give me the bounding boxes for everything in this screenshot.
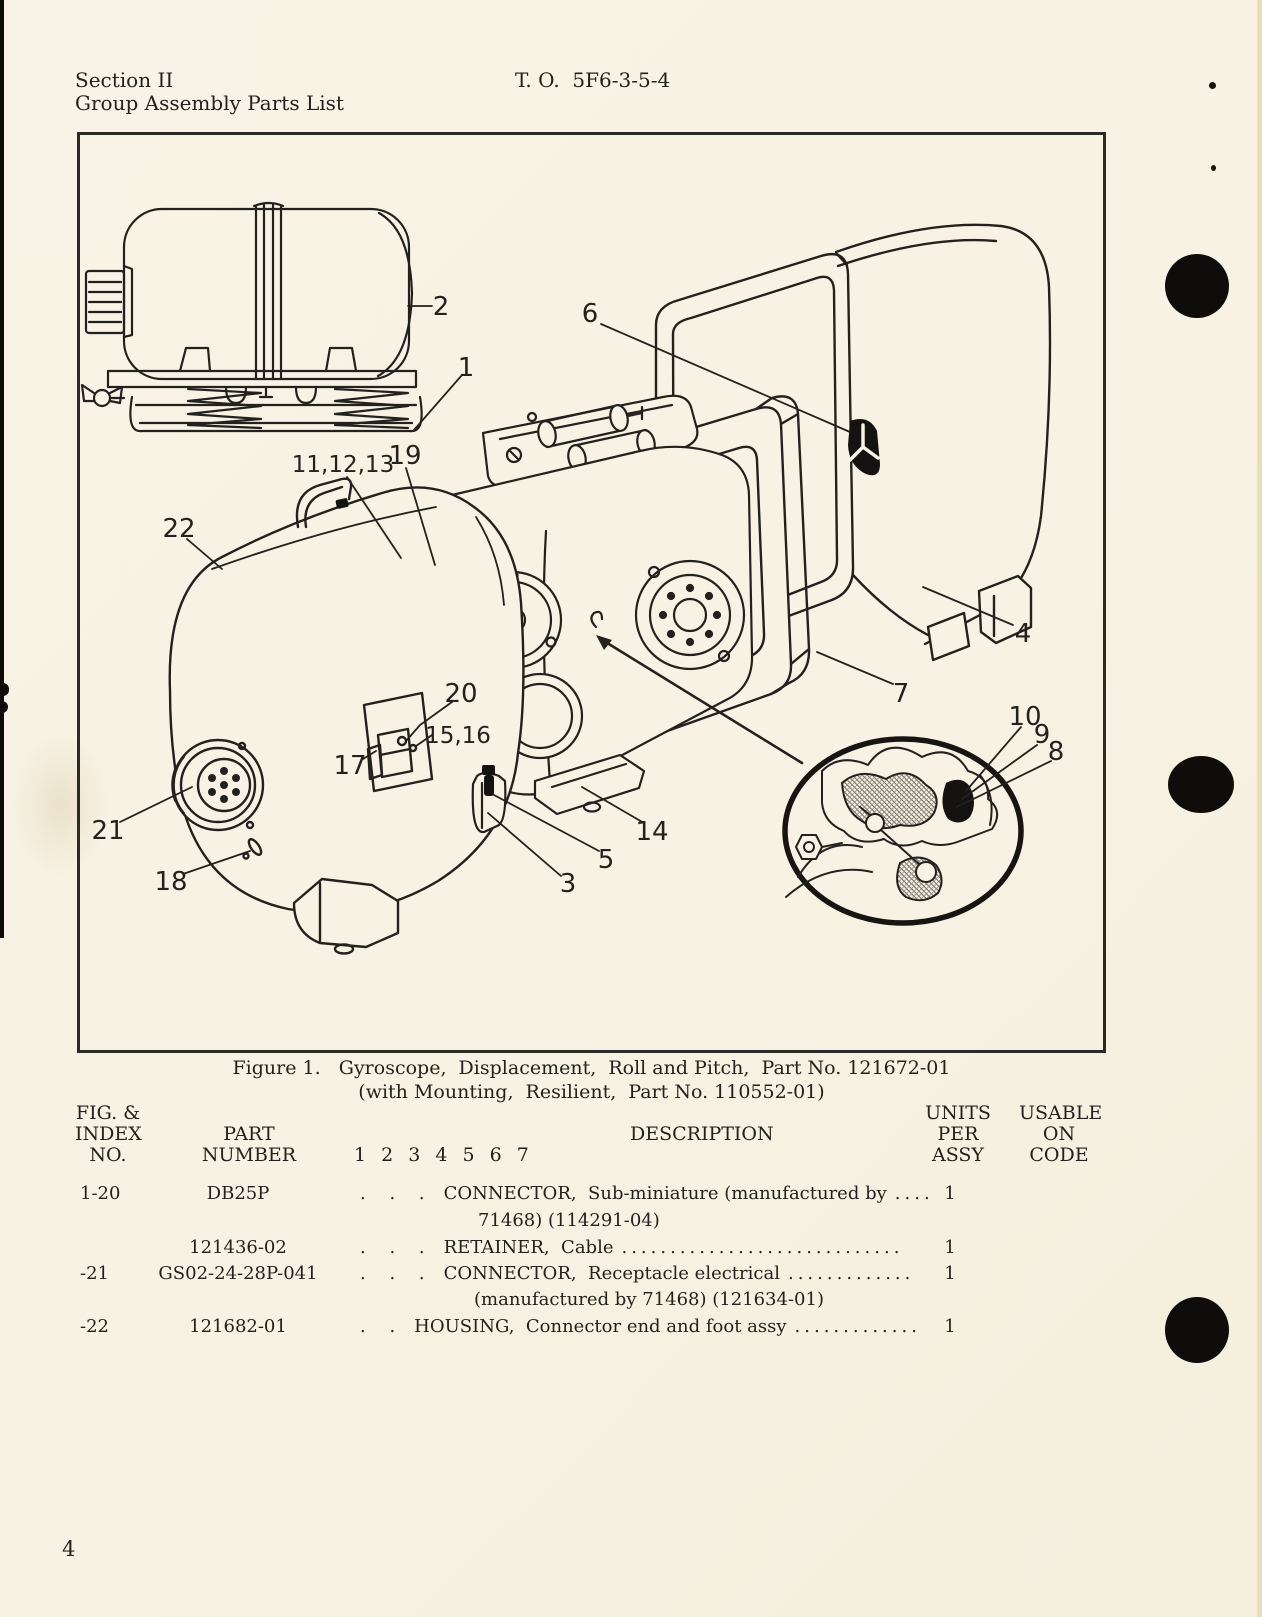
description-continuation: (manufactured by 71468) (121634-01) (474, 1289, 824, 1310)
callout-6: 6 (582, 299, 599, 329)
base-parts-drawing (471, 753, 646, 834)
paper-stain (10, 730, 110, 880)
callout-19: 19 (388, 441, 421, 471)
callout-20: 20 (444, 679, 477, 709)
callout-leaders (119, 305, 1052, 877)
col-header-part: PART (223, 1123, 275, 1145)
callout-22: 22 (162, 514, 195, 544)
cell-units: 1 (944, 1263, 956, 1284)
col-header-fig: INDEX (75, 1123, 142, 1145)
dot-leader: ............. (787, 1263, 915, 1284)
col-header-part: NUMBER (201, 1144, 297, 1166)
col-header-usable: USABLE (1019, 1102, 1103, 1124)
indent-dots: . . (360, 1316, 405, 1337)
cell-units: 1 (944, 1316, 956, 1337)
cell-units: 1 (944, 1183, 956, 1204)
callout-1: 1 (458, 353, 475, 383)
indent-dots: . . . (360, 1183, 434, 1204)
technical-order-number: T. O. 5F6-3-5-4 (515, 68, 671, 92)
description-text: CONNECTOR, Receptacle electrical (443, 1263, 780, 1284)
indent-dots: . . . (360, 1263, 434, 1284)
cell-description: . . . CONNECTOR, Sub-miniature (manufactu… (360, 1185, 934, 1203)
callout-labels: 2 1 6 11,12,13 19 22 4 7 20 15,16 17 21 … (91, 292, 1064, 899)
callout-18: 18 (154, 867, 187, 897)
col-header-description: DESCRIPTION (630, 1123, 774, 1145)
scan-edge-bump (0, 701, 8, 713)
indent-dots: . . . (360, 1237, 434, 1258)
detail-circle (782, 736, 1024, 926)
cell-units: 1 (944, 1237, 956, 1258)
cell-part-number: 121682-01 (189, 1316, 287, 1337)
callout-8: 8 (1048, 737, 1065, 767)
binder-mark (1165, 254, 1229, 318)
figure-caption-line2: (with Mounting, Resilient, Part No. 1105… (358, 1081, 825, 1103)
cell-description: . . . CONNECTOR, Receptacle electrical...… (360, 1265, 914, 1283)
col-header-indent-levels: 1 2 3 4 5 6 7 (354, 1144, 529, 1166)
assembled-side-view (80, 201, 423, 433)
description-text: HOUSING, Connector end and foot assy (414, 1316, 787, 1337)
housing-drawing (168, 477, 525, 955)
dot-leader: .... (894, 1183, 934, 1204)
callout-10: 10 (1008, 702, 1041, 732)
cell-fig-index: -21 (80, 1263, 109, 1284)
cell-fig-index: 1-20 (80, 1183, 121, 1204)
binder-mark (1168, 756, 1234, 813)
cell-part-number: DB25P (206, 1183, 270, 1204)
figure-caption-line1: Figure 1. Gyroscope, Displacement, Roll … (232, 1057, 951, 1079)
callout-11-12-13: 11,12,13 (292, 452, 394, 478)
callout-7: 7 (893, 679, 910, 709)
callout-5: 5 (598, 845, 615, 875)
callout-21: 21 (91, 816, 124, 846)
cell-fig-index: -22 (80, 1316, 109, 1337)
cell-description: . . . RETAINER, Cable....................… (360, 1239, 903, 1257)
cell-description: . . HOUSING, Connector end and foot assy.… (360, 1318, 921, 1336)
section-subheading: Group Assembly Parts List (75, 91, 344, 115)
col-header-fig: FIG. & (75, 1102, 141, 1124)
callout-14: 14 (635, 817, 668, 847)
callout-15-16: 15,16 (425, 723, 491, 749)
callout-3: 3 (560, 869, 577, 899)
callout-4: 4 (1015, 619, 1032, 649)
col-header-units: ASSY (932, 1144, 984, 1166)
callout-9: 9 (1034, 720, 1051, 750)
col-header-units: PER (937, 1123, 979, 1145)
binder-mark (1165, 1297, 1229, 1363)
section-heading: Section II (75, 68, 174, 92)
col-header-usable: CODE (1029, 1144, 1089, 1166)
col-header-fig: NO. (89, 1144, 127, 1166)
dot-leader: ............. (794, 1316, 921, 1337)
description-text: RETAINER, Cable (443, 1237, 614, 1258)
col-header-usable: ON (1042, 1123, 1076, 1145)
callout-17: 17 (333, 751, 366, 781)
scan-edge-bump (0, 683, 9, 696)
callout-2: 2 (433, 292, 450, 322)
ink-speck (1209, 82, 1216, 89)
description-continuation: 71468) (114291-04) (478, 1210, 660, 1231)
dot-leader: ............................. (621, 1237, 904, 1258)
col-header-units: UNITS (925, 1102, 991, 1124)
figure-frame: 2 1 6 11,12,13 19 22 4 7 20 15,16 17 21 … (77, 132, 1106, 1053)
page-number: 4 (62, 1537, 76, 1561)
description-text: CONNECTOR, Sub-miniature (manufactured b… (443, 1183, 887, 1204)
scan-edge-right (1257, 0, 1262, 1617)
ink-speck (1211, 165, 1216, 171)
cell-part-number: 121436-02 (189, 1237, 287, 1258)
scan-edge-left (0, 0, 4, 938)
cell-part-number: GS02-24-28P-041 (158, 1263, 318, 1284)
exploded-view-drawing: 2 1 6 11,12,13 19 22 4 7 20 15,16 17 21 … (80, 201, 1064, 955)
